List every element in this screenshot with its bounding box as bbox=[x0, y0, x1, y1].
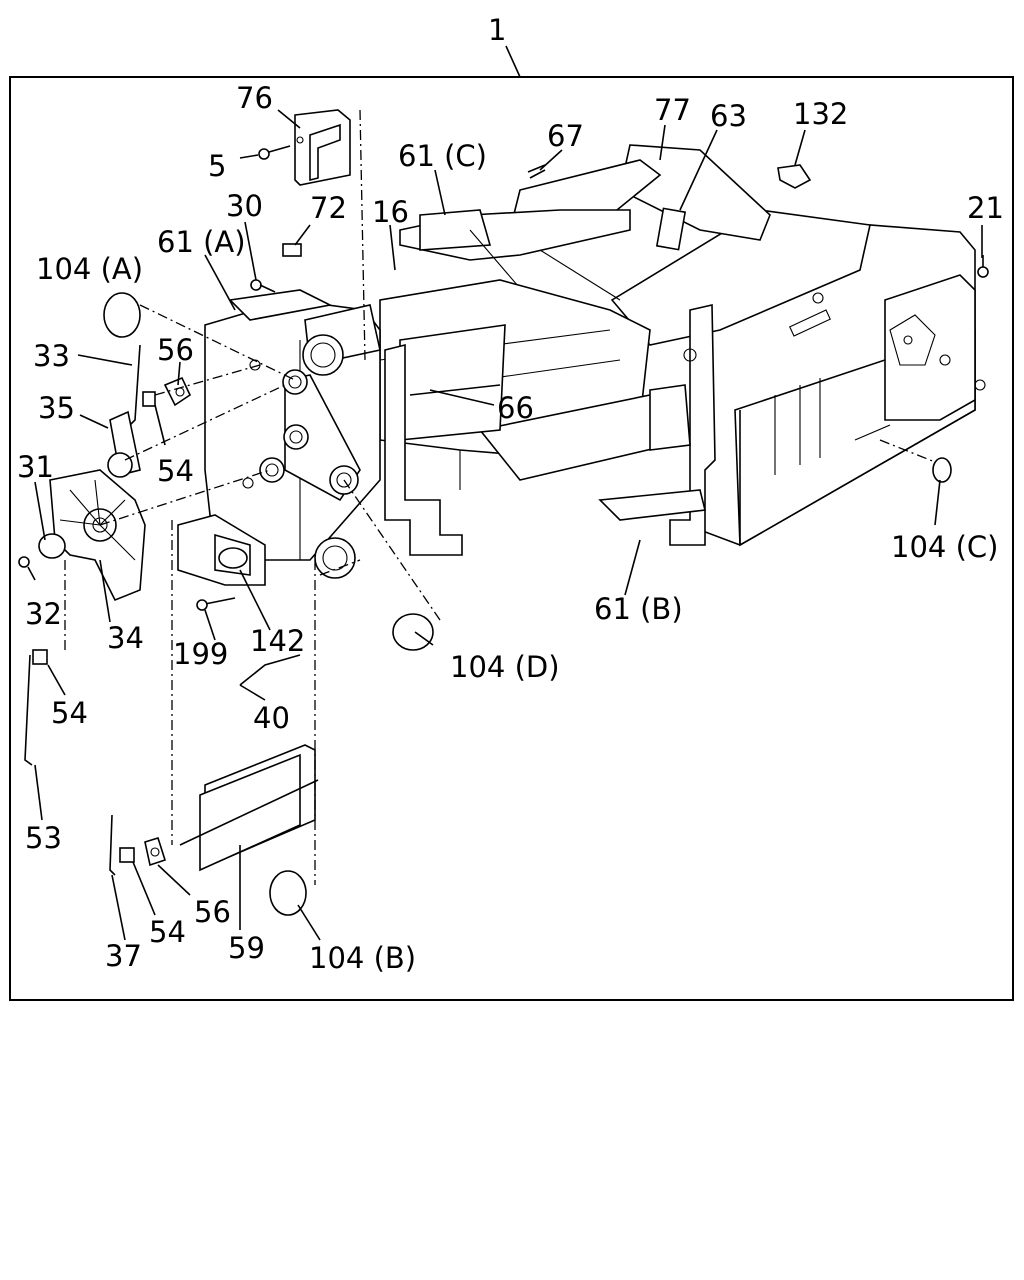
callout-104c: 104 (C) bbox=[891, 530, 998, 564]
actuator-motor-40 bbox=[177, 514, 266, 586]
callout-35: 35 bbox=[38, 391, 75, 425]
callout-63: 63 bbox=[710, 99, 747, 133]
heater-core-housing bbox=[379, 144, 986, 556]
cap-104d bbox=[392, 613, 434, 651]
assembly-line-9 bbox=[343, 479, 441, 621]
callout-61a: 61 (A) bbox=[157, 225, 246, 259]
callout-5: 5 bbox=[208, 149, 226, 183]
filter-59 bbox=[179, 744, 319, 872]
callout-67: 67 bbox=[547, 119, 584, 153]
leader-lines bbox=[27, 109, 983, 941]
callout-104d: 104 (D) bbox=[450, 650, 560, 684]
screw-32 bbox=[18, 556, 30, 568]
assembly-line-10 bbox=[879, 439, 936, 463]
callout-59: 59 bbox=[228, 931, 265, 965]
clip-132 bbox=[777, 164, 812, 189]
callout-31: 31 bbox=[17, 450, 54, 484]
callout-132: 132 bbox=[793, 97, 848, 131]
screw-5 bbox=[258, 145, 291, 160]
callout-30: 30 bbox=[226, 189, 263, 223]
leader-1 bbox=[505, 45, 521, 78]
clip-72 bbox=[282, 243, 302, 257]
callout-34: 34 bbox=[107, 621, 144, 655]
callout-1: 1 bbox=[488, 13, 506, 47]
diagram-frame bbox=[9, 76, 1014, 1001]
cap-104b bbox=[269, 870, 307, 916]
callout-53: 53 bbox=[25, 821, 62, 855]
callout-76: 76 bbox=[236, 81, 273, 115]
callout-61c: 61 (C) bbox=[398, 139, 487, 173]
cap-104c bbox=[932, 457, 952, 483]
clip-54-lower bbox=[119, 847, 135, 863]
callout-61b: 61 (B) bbox=[594, 592, 683, 626]
clip-67 bbox=[527, 164, 546, 179]
cam-34 bbox=[49, 469, 146, 602]
callout-72: 72 bbox=[310, 191, 347, 225]
label-63 bbox=[655, 207, 687, 251]
callout-54b: 54 bbox=[51, 696, 88, 730]
assembly-line-11 bbox=[319, 559, 361, 576]
assembly-line-3 bbox=[124, 384, 286, 461]
callout-77: 77 bbox=[654, 93, 691, 127]
callout-104a: 104 (A) bbox=[36, 252, 143, 286]
callout-54c: 54 bbox=[149, 915, 186, 949]
left-case-61a bbox=[204, 289, 381, 579]
callout-labels: 76 5 30 72 16 61 (C) 67 77 63 132 21 61 … bbox=[17, 81, 1004, 975]
assembly-line-2 bbox=[154, 364, 261, 396]
assembly-line-8 bbox=[359, 109, 366, 361]
assembly-line-1 bbox=[139, 304, 296, 381]
callout-16: 16 bbox=[372, 195, 409, 229]
callout-199: 199 bbox=[173, 637, 228, 671]
assembly-line-4 bbox=[99, 469, 271, 526]
callout-142: 142 bbox=[250, 624, 305, 658]
lever-35 bbox=[107, 410, 141, 478]
callout-104b: 104 (B) bbox=[309, 941, 416, 975]
clip-56-lower bbox=[144, 837, 167, 867]
cap-104a bbox=[103, 292, 141, 338]
screw-21 bbox=[977, 255, 989, 278]
rod-37 bbox=[109, 814, 116, 876]
bracket-76 bbox=[294, 109, 351, 186]
callout-56b: 56 bbox=[194, 895, 231, 929]
callout-66: 66 bbox=[497, 391, 534, 425]
callout-21: 21 bbox=[967, 191, 1004, 225]
clip-54-middle bbox=[32, 649, 48, 665]
callout-32: 32 bbox=[25, 597, 62, 631]
callout-56a: 56 bbox=[157, 333, 194, 367]
clip-54-upper bbox=[142, 391, 156, 407]
screw-199 bbox=[196, 597, 236, 611]
rod-33 bbox=[129, 344, 141, 426]
screw-30 bbox=[250, 279, 276, 293]
callout-54a: 54 bbox=[157, 454, 194, 488]
callout-33: 33 bbox=[33, 339, 70, 373]
callout-40: 40 bbox=[253, 701, 290, 735]
rod-53 bbox=[24, 654, 33, 766]
washer-31 bbox=[38, 533, 66, 559]
callout-37: 37 bbox=[105, 939, 142, 973]
